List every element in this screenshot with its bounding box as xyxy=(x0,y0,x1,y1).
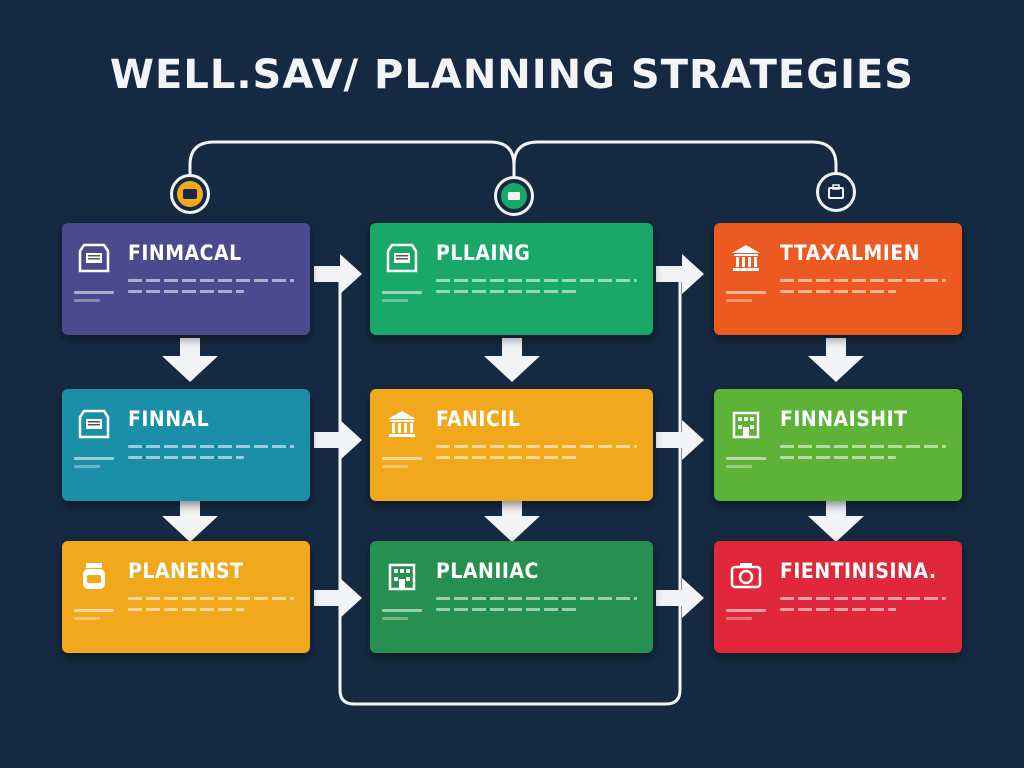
card-tag xyxy=(382,457,422,460)
horizontal-arrows xyxy=(314,254,704,618)
document-icon xyxy=(78,243,110,273)
text-placeholder-line xyxy=(436,445,637,448)
strategy-card[interactable]: PLLAING xyxy=(370,223,653,335)
card-tag xyxy=(382,291,422,294)
card-tag xyxy=(74,465,100,468)
card-label: TTAXALMIEN xyxy=(780,241,921,265)
arrow-down-icon xyxy=(484,496,540,542)
card-body-text xyxy=(128,445,294,467)
card-tag xyxy=(74,609,114,612)
strategy-card[interactable]: TTAXALMIEN xyxy=(714,223,962,335)
text-placeholder-line xyxy=(128,608,245,611)
text-placeholder-line xyxy=(780,445,946,448)
wallet-icon xyxy=(177,181,203,207)
camera-icon xyxy=(730,561,762,591)
text-placeholder-line xyxy=(436,608,577,611)
arrow-down-icon xyxy=(808,338,864,382)
card-tag xyxy=(74,457,114,460)
strategy-card[interactable]: FIENTINISINA. xyxy=(714,541,962,653)
card-label: FINNAL xyxy=(128,407,210,431)
arrow-down-icon xyxy=(162,496,218,542)
text-placeholder-line xyxy=(436,597,637,600)
arrow-down-icon xyxy=(808,496,864,542)
card-body-text xyxy=(128,597,294,619)
arrow-right-icon xyxy=(314,578,362,618)
bank-icon xyxy=(386,409,418,439)
vertical-arrows xyxy=(162,338,864,542)
jar-icon xyxy=(78,561,110,591)
text-placeholder-line xyxy=(780,290,897,293)
strategy-card[interactable]: PLANENST xyxy=(62,541,310,653)
card-label: FINNAISHIT xyxy=(780,407,908,431)
card-tag xyxy=(74,617,100,620)
card-body-text xyxy=(780,445,946,467)
top-connector xyxy=(512,140,838,180)
page-title: WELL.SAV/ PLANNING STRATEGIES xyxy=(109,52,915,98)
strategy-card[interactable]: FINMACAL xyxy=(62,223,310,335)
strategy-card[interactable]: FINNAL xyxy=(62,389,310,501)
card-label: FIENTINISINA. xyxy=(780,559,937,583)
text-placeholder-line xyxy=(128,290,245,293)
text-placeholder-line xyxy=(128,279,294,282)
card-tag xyxy=(726,465,752,468)
text-placeholder-line xyxy=(128,456,245,459)
bottom-connector xyxy=(338,270,682,706)
text-placeholder-line xyxy=(780,608,897,611)
arrow-down-icon xyxy=(484,338,540,382)
card-label: FINMACAL xyxy=(128,241,242,265)
card-tag xyxy=(726,617,752,620)
building-icon xyxy=(386,561,418,591)
card-label: PLLAING xyxy=(436,241,531,265)
arrow-right-icon xyxy=(314,420,362,460)
card-label: PLANENST xyxy=(128,559,244,583)
text-placeholder-line xyxy=(780,597,946,600)
card-tag xyxy=(726,609,766,612)
top-node-briefcase[interactable] xyxy=(816,172,856,212)
top-node-card[interactable] xyxy=(494,176,534,216)
card-body-text xyxy=(436,597,637,619)
text-placeholder-line xyxy=(436,290,577,293)
card-body-text xyxy=(780,279,946,301)
arrow-right-icon xyxy=(656,420,704,460)
text-placeholder-line xyxy=(436,279,637,282)
text-placeholder-line xyxy=(128,597,294,600)
card-body-text xyxy=(436,279,637,301)
card-body-text xyxy=(436,445,637,467)
card-icon xyxy=(501,183,527,209)
card-tag xyxy=(382,609,422,612)
arrow-right-icon xyxy=(314,254,362,294)
card-tag xyxy=(726,291,766,294)
arrow-down-icon xyxy=(162,338,218,382)
text-placeholder-line xyxy=(780,279,946,282)
building-icon xyxy=(730,409,762,439)
card-tag xyxy=(382,617,408,620)
card-label: FANICIL xyxy=(436,407,521,431)
strategy-card[interactable]: FANICIL xyxy=(370,389,653,501)
arrow-right-icon xyxy=(656,578,704,618)
top-node-wallet[interactable] xyxy=(170,174,210,214)
briefcase-icon xyxy=(823,179,849,205)
text-placeholder-line xyxy=(436,456,577,459)
card-tag xyxy=(726,299,752,302)
top-connector xyxy=(188,140,516,180)
text-placeholder-line xyxy=(780,456,897,459)
document-icon xyxy=(386,243,418,273)
strategy-card[interactable]: FINNAISHIT xyxy=(714,389,962,501)
card-label: PLANIIAC xyxy=(436,559,539,583)
arrow-right-icon xyxy=(656,254,704,294)
card-body-text xyxy=(780,597,946,619)
card-tag xyxy=(74,291,114,294)
card-body-text xyxy=(128,279,294,301)
document-icon xyxy=(78,409,110,439)
bank-icon xyxy=(730,243,762,273)
text-placeholder-line xyxy=(128,445,294,448)
strategy-card[interactable]: PLANIIAC xyxy=(370,541,653,653)
card-tag xyxy=(726,457,766,460)
card-tag xyxy=(382,465,408,468)
card-tag xyxy=(74,299,100,302)
card-tag xyxy=(382,299,408,302)
